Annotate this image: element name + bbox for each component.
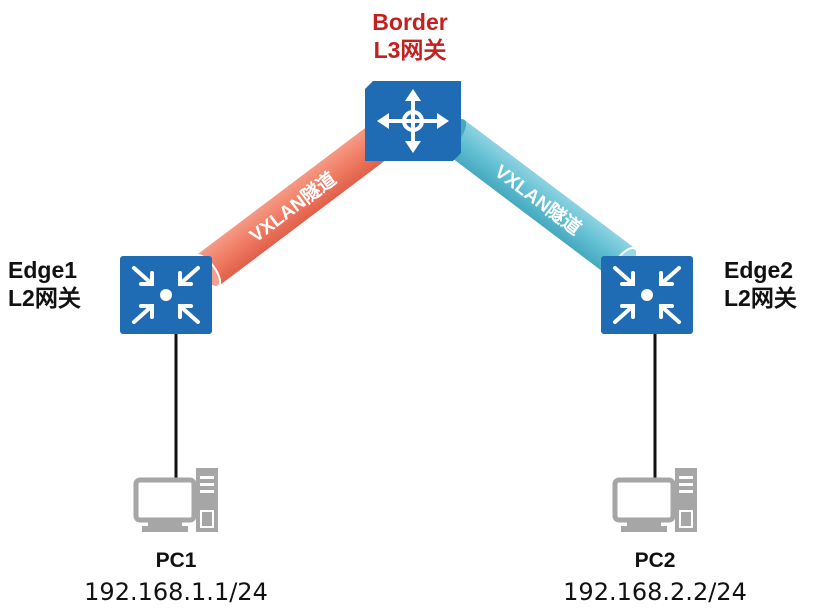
border-name: Border bbox=[372, 9, 448, 35]
pc1-ip: 192.168.1.1/24 bbox=[84, 578, 268, 606]
border-label: Border L3网关 bbox=[372, 8, 447, 64]
border-role: L3网关 bbox=[373, 37, 447, 63]
edge1-role: L2网关 bbox=[8, 285, 81, 311]
switch-icon bbox=[120, 256, 212, 334]
edge2-name: Edge2 bbox=[724, 257, 794, 283]
pc2-ip: 192.168.2.2/24 bbox=[563, 578, 747, 606]
tunnel-left-label: VXLAN隧道 bbox=[245, 167, 341, 247]
switch-icon bbox=[601, 256, 693, 334]
tunnel-right-label: VXLAN隧道 bbox=[490, 160, 586, 240]
pc2-name: PC2 bbox=[634, 549, 676, 572]
pc1-name: PC1 bbox=[155, 549, 197, 572]
edge2-label: Edge2 L2网关 bbox=[724, 256, 797, 312]
edge1-name: Edge1 bbox=[8, 257, 78, 283]
pc-icon bbox=[133, 468, 218, 532]
router-icon bbox=[365, 81, 461, 161]
edge2-role: L2网关 bbox=[724, 285, 797, 311]
pc-icon bbox=[612, 468, 697, 532]
vxlan-tunnel-left: VXLAN隧道 bbox=[192, 126, 392, 288]
edge1-label: Edge1 L2网关 bbox=[8, 256, 81, 312]
